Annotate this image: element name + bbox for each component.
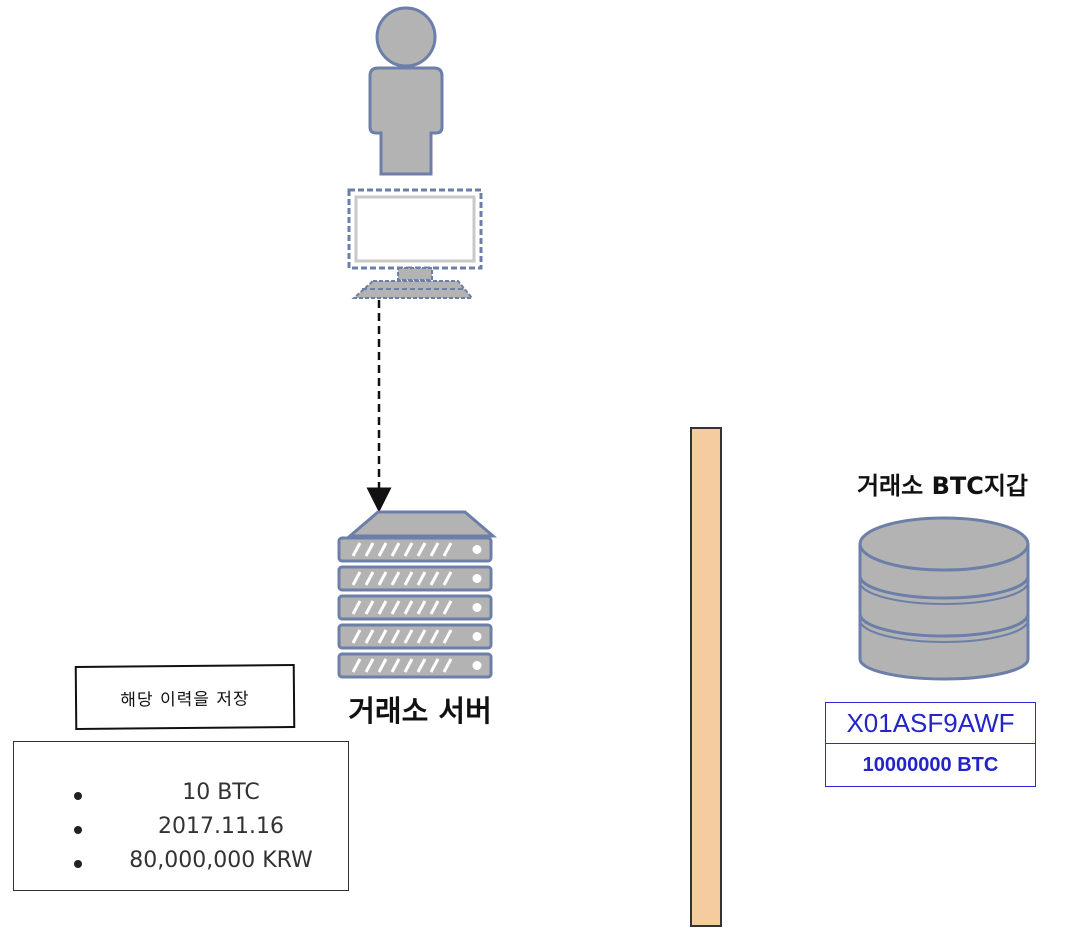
wallet-balance-value: 10000000 BTC	[862, 753, 999, 776]
server-unit	[337, 623, 493, 650]
server-unit	[337, 536, 493, 563]
firewall-bar	[690, 427, 722, 927]
list-item: 10 BTC	[14, 780, 348, 812]
server-unit	[337, 594, 493, 621]
history-date: 2017.11.16	[158, 814, 284, 839]
wallet-title: 거래소 BTC지갑	[856, 472, 1029, 500]
server-unit	[337, 652, 493, 679]
wallet-address: X01ASF9AWF	[825, 702, 1036, 744]
bullet-icon	[74, 792, 82, 800]
computer-icon	[347, 188, 483, 299]
note-box: 해당 이력을 저장	[74, 664, 296, 730]
note-label: 해당 이력을 저장	[120, 688, 250, 711]
server-rack-icon	[337, 510, 498, 679]
user-icon	[368, 6, 444, 176]
server-label: 거래소 서버	[348, 694, 492, 728]
list-item: 80,000,000 KRW	[14, 848, 348, 880]
bullet-icon	[74, 826, 82, 834]
wallet-balance: 10000000 BTC	[825, 743, 1036, 787]
list-item: 2017.11.16	[14, 814, 348, 846]
history-amount: 10 BTC	[182, 780, 260, 805]
wallet-address-value: X01ASF9AWF	[846, 707, 1015, 738]
server-unit	[337, 565, 493, 592]
history-box: 10 BTC 2017.11.16 80,000,000 KRW	[13, 741, 349, 891]
bullet-icon	[74, 860, 82, 868]
history-price: 80,000,000 KRW	[129, 848, 313, 873]
database-icon	[858, 516, 1030, 681]
